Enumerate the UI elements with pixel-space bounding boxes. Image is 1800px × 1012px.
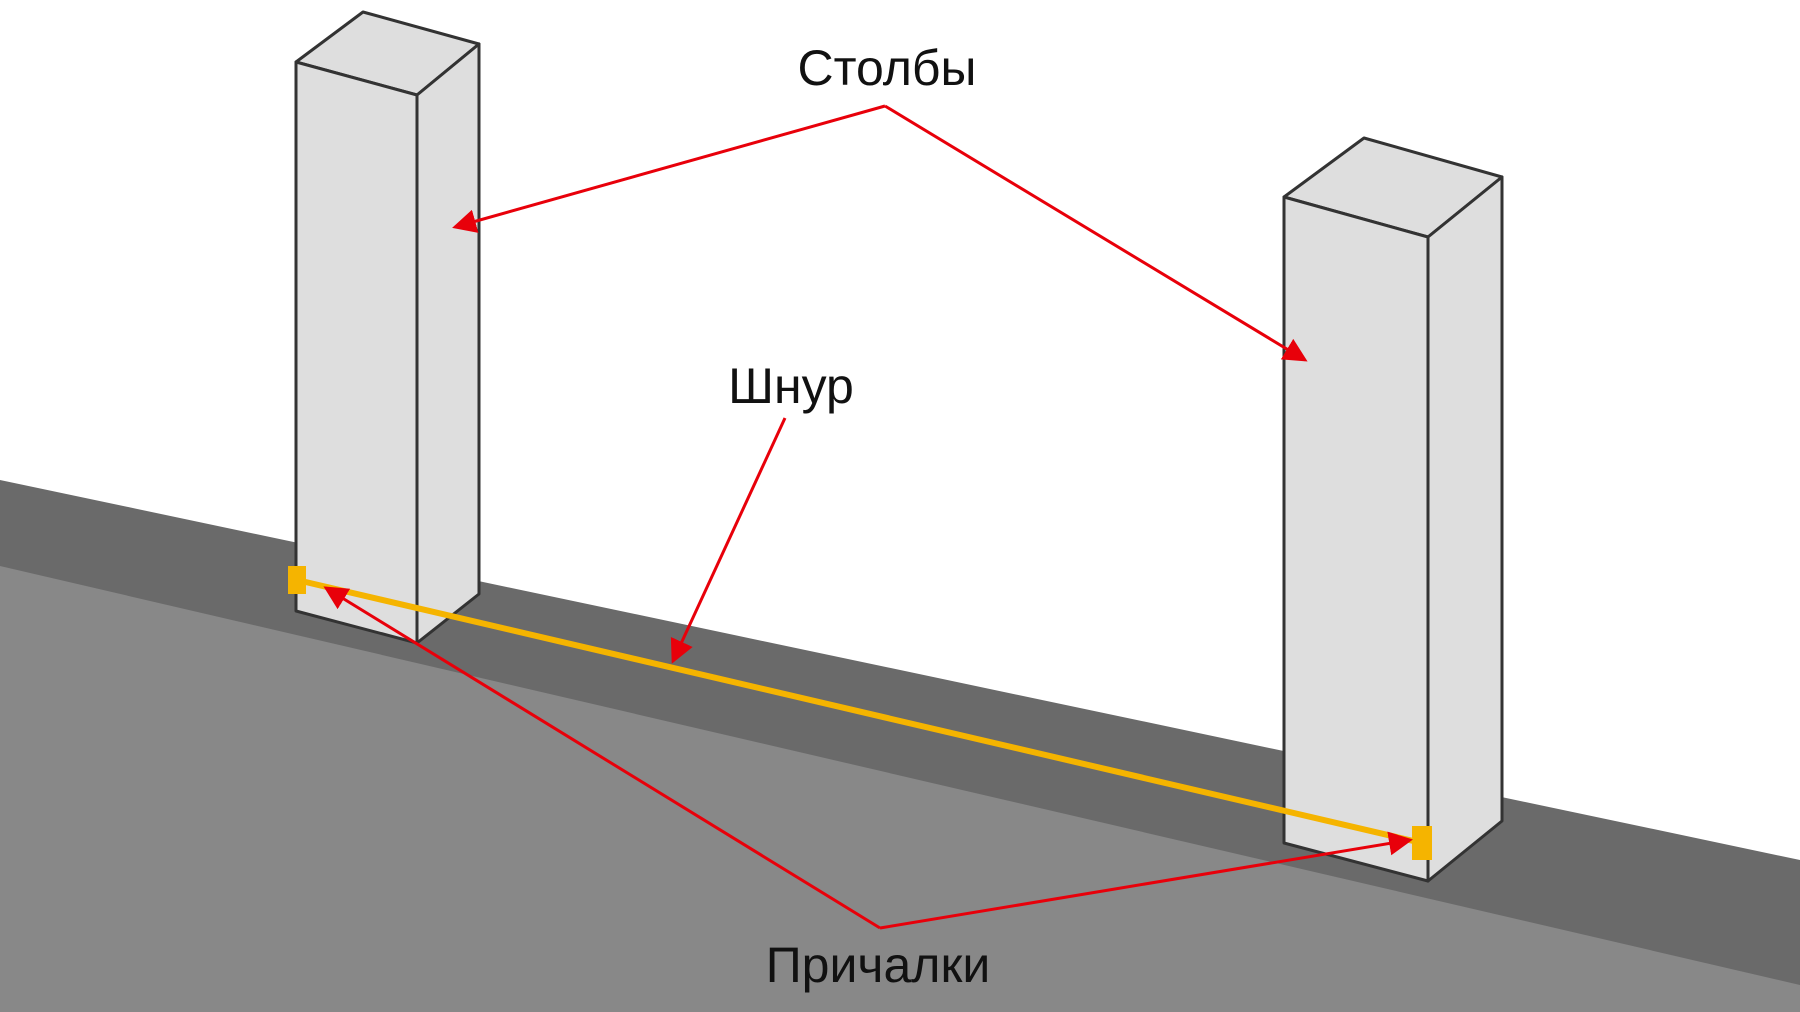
cord-arrow — [670, 417, 787, 664]
moorings-arrows — [323, 586, 1413, 930]
right-post — [1282, 136, 1504, 883]
posts-arrows — [452, 104, 1308, 362]
right-post-front — [1282, 195, 1430, 883]
posts-arrow-right — [884, 104, 1308, 362]
left-mooring — [288, 566, 306, 594]
cord-label: Шнур — [728, 358, 854, 414]
left-post-side — [415, 42, 481, 645]
cord-line — [294, 577, 1425, 846]
right-post-side — [1426, 175, 1504, 883]
ground-slope — [0, 566, 1800, 1012]
moorings-arrow-right — [879, 831, 1413, 930]
moorings-label: Причалки — [766, 937, 991, 993]
posts-arrow-left — [452, 104, 886, 233]
left-post — [294, 10, 481, 645]
right-mooring — [1412, 826, 1432, 860]
moorings-arrow-left — [323, 586, 881, 930]
left-post-front — [294, 60, 419, 645]
posts-label: Столбы — [798, 40, 977, 96]
